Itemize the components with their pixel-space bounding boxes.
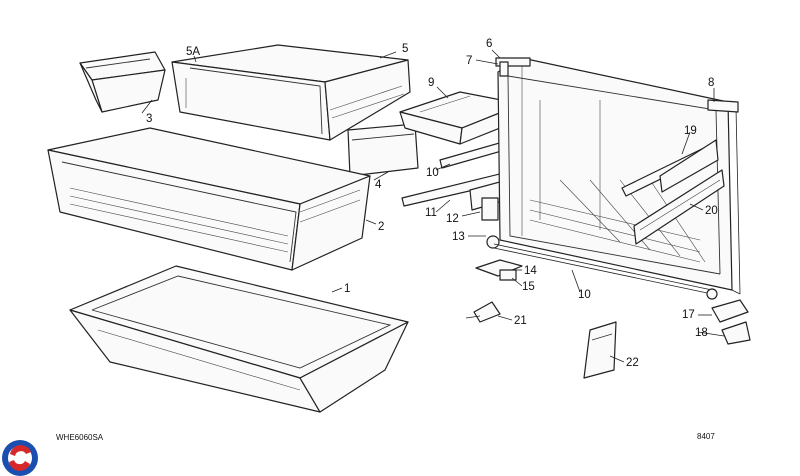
- part-19-shelf-rail: [621, 139, 719, 197]
- roller-bottom-right: [706, 288, 718, 300]
- part-18-hinge-bracket: [721, 321, 751, 345]
- callout-19: 19: [684, 125, 697, 137]
- callout-5a: 5A: [186, 46, 200, 58]
- callout-12: 12: [446, 213, 459, 225]
- part-13-roller: [486, 235, 500, 249]
- callout-5: 5: [402, 43, 408, 55]
- part-14-15-bracket: [475, 259, 523, 281]
- part-2-large-pan: [47, 127, 371, 271]
- model-number: WHE6060SA: [56, 433, 104, 442]
- part-10-bottom-rail: [493, 243, 713, 295]
- callout-10-upper: 10: [426, 167, 439, 179]
- callout-7: 7: [466, 55, 472, 67]
- callout-18: 18: [695, 327, 708, 339]
- callout-6: 6: [486, 38, 492, 50]
- part-1-bottom-tray: [69, 265, 409, 413]
- leader-lines: [141, 49, 725, 363]
- part-3-small-bin: [79, 51, 166, 113]
- diagram-code: 8407: [697, 432, 715, 441]
- callout-4: 4: [375, 179, 382, 191]
- part-17-hinge-bracket: [711, 299, 749, 323]
- callout-8: 8: [708, 77, 714, 89]
- part-22-cover: [583, 321, 617, 379]
- callout-labels: 3 5A 5 4 2 1 6 7 8 9 10 11 12 13 14 15 1…: [146, 38, 718, 369]
- callout-14: 14: [524, 265, 537, 277]
- part-9-bracket-assembly: [399, 91, 523, 145]
- callout-15: 15: [522, 281, 535, 293]
- callout-3: 3: [146, 113, 152, 125]
- callout-1: 1: [344, 283, 350, 295]
- cabinet-liner: [497, 57, 741, 295]
- part-8-right-hinge: [707, 99, 739, 113]
- callout-22: 22: [626, 357, 639, 369]
- callout-20: 20: [705, 205, 718, 217]
- part-20-shelf-rail: [633, 169, 725, 245]
- callout-10-lower: 10: [578, 289, 591, 301]
- callout-21: 21: [514, 315, 527, 327]
- callout-17: 17: [682, 309, 695, 321]
- part-21-clip: [465, 301, 501, 323]
- callout-13: 13: [452, 231, 465, 243]
- part-12-rail-bracket: [481, 197, 499, 221]
- part-4-drawer-front-panel: [347, 123, 419, 177]
- callout-11: 11: [425, 207, 437, 219]
- brand-logo-icon: [2, 440, 38, 476]
- callout-2: 2: [378, 221, 384, 233]
- part-5-crisper-drawer: [171, 44, 411, 141]
- callout-9: 9: [428, 77, 434, 89]
